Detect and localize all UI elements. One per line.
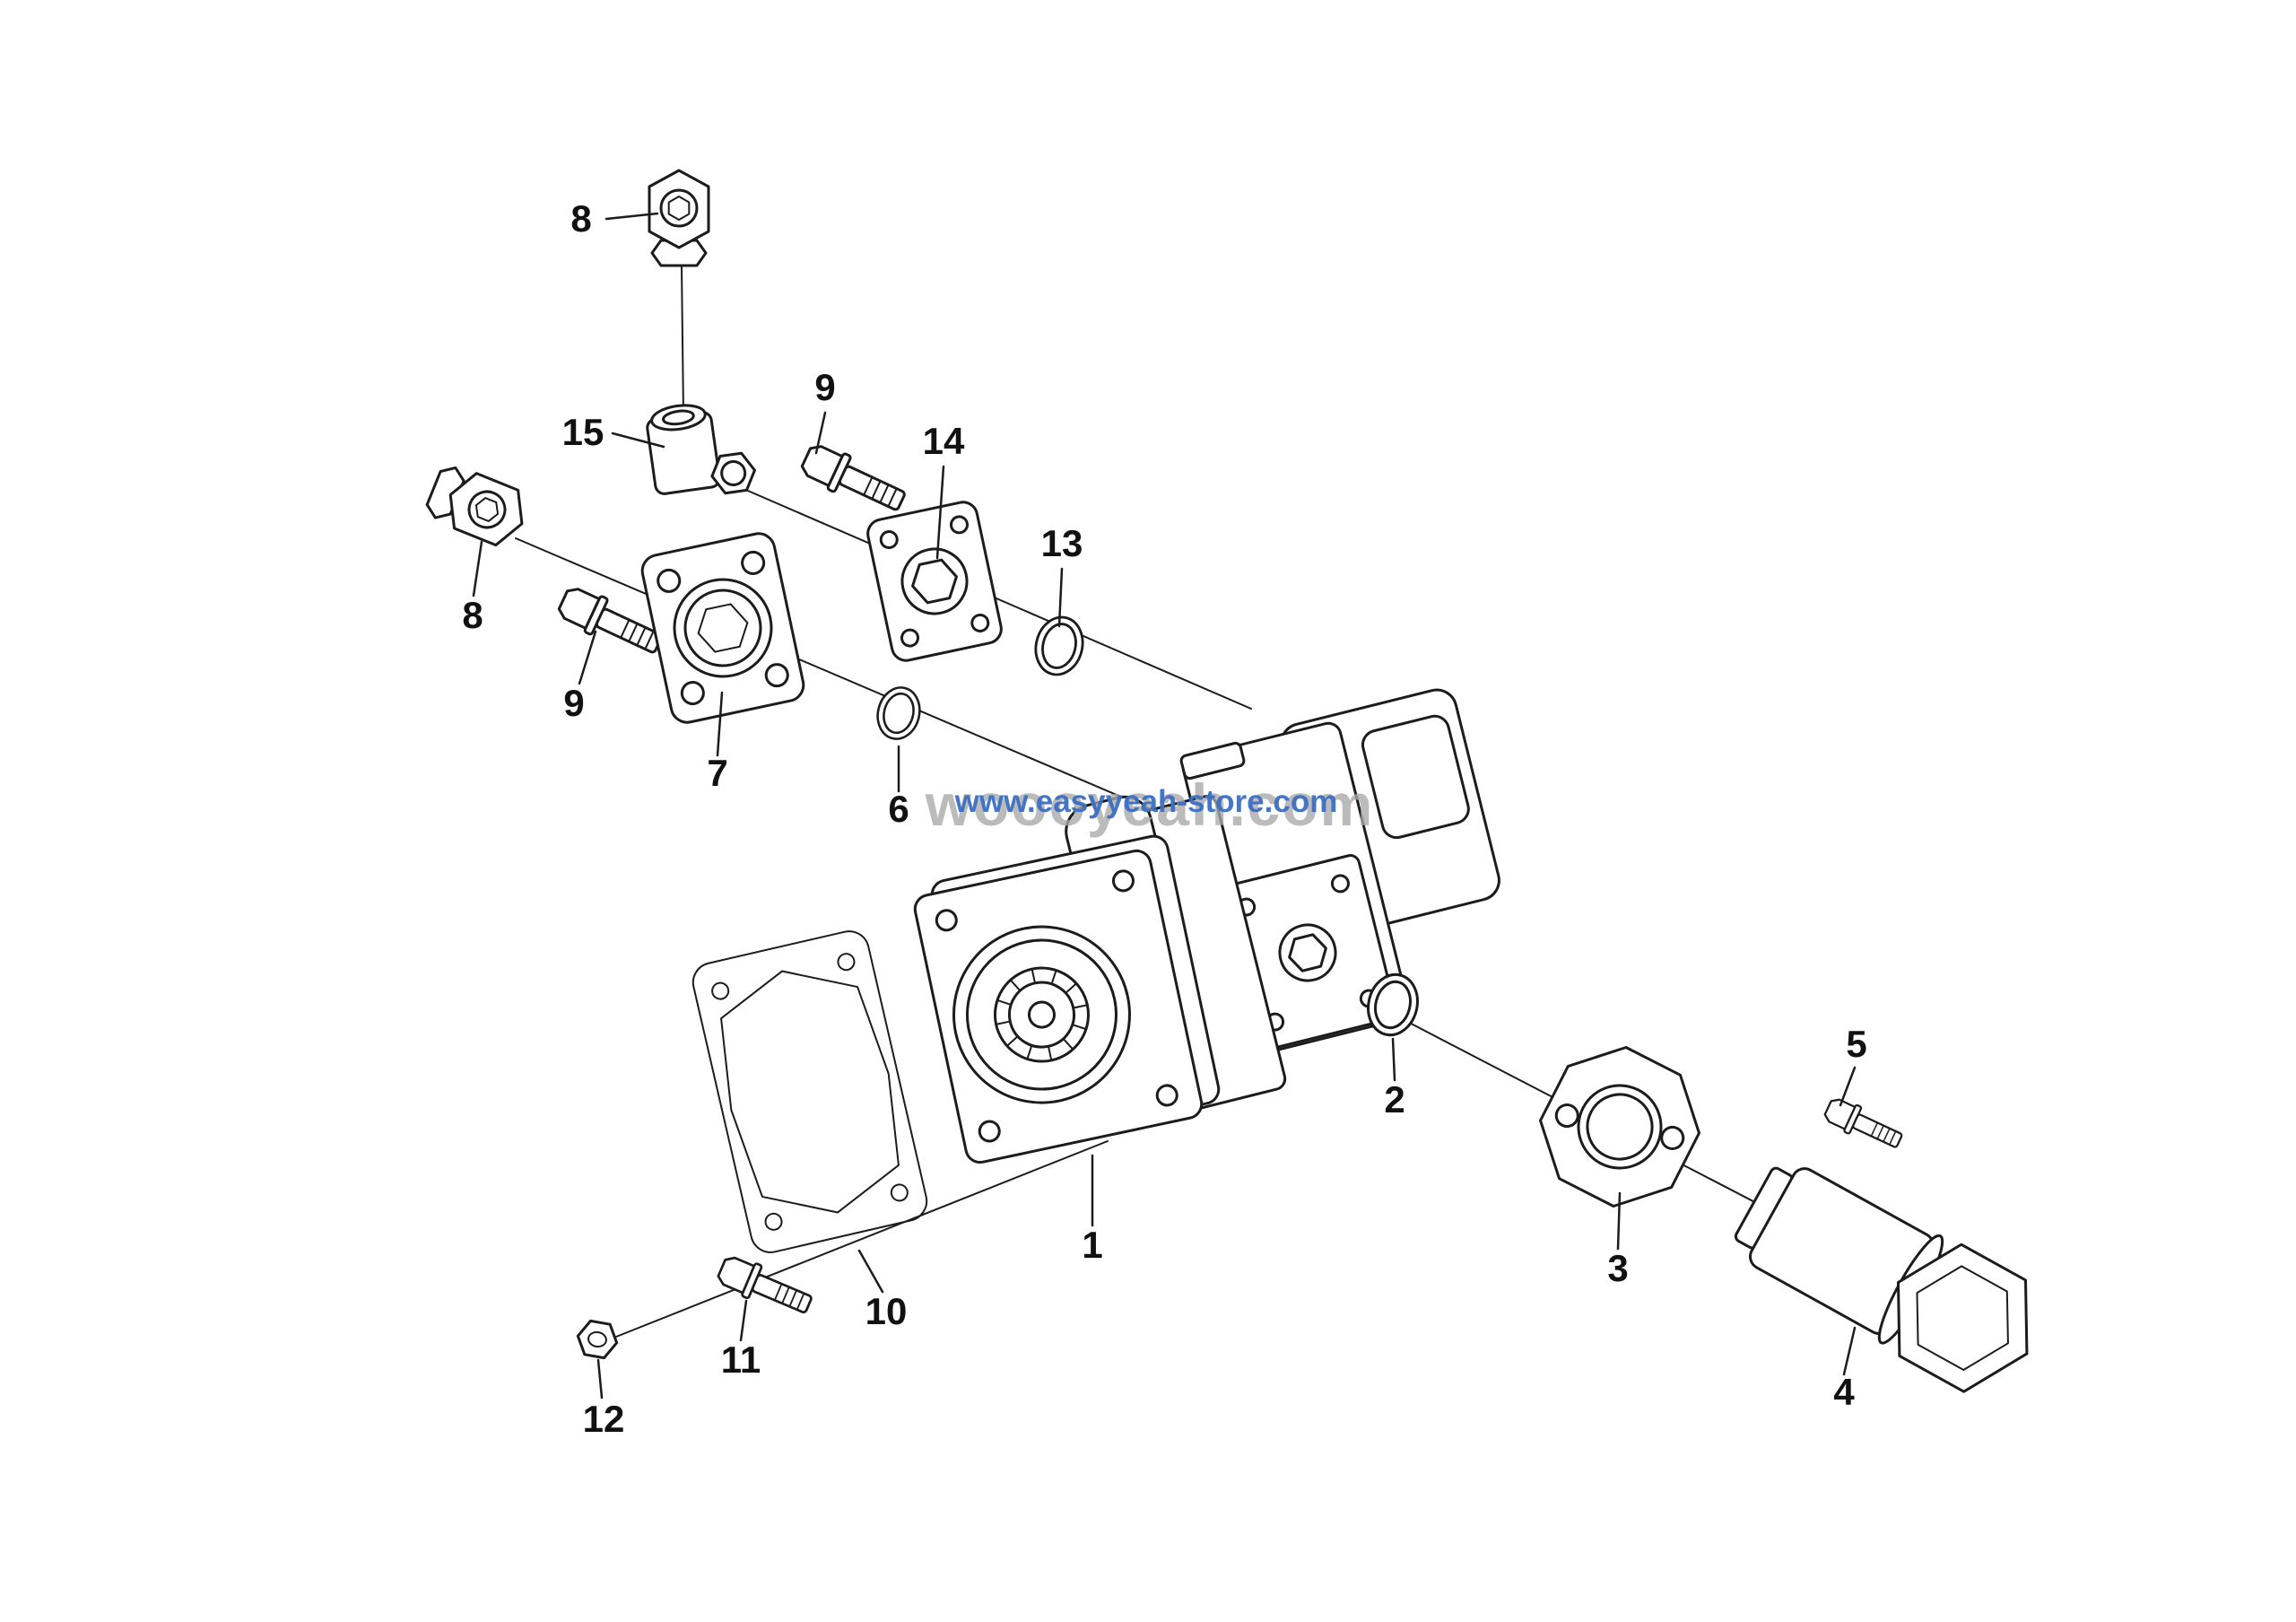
nut-bore [587, 1330, 607, 1348]
gasket-hole [764, 1212, 783, 1231]
part-11-bolt [713, 1250, 817, 1323]
flange-bolt-hole [1554, 1103, 1579, 1129]
port-bolt-hole [1330, 874, 1350, 894]
leader-7 [716, 691, 724, 757]
part-1-pump-assembly [913, 688, 1500, 1164]
callout-8-top: 8 [570, 197, 591, 240]
callout-8-left: 8 [462, 594, 483, 636]
pump-top-lug [1179, 741, 1246, 780]
flange-bolt-hole [935, 909, 958, 932]
leader-2 [1391, 1037, 1396, 1082]
callout-11: 11 [721, 1339, 761, 1381]
callout-9-top: 9 [814, 366, 835, 408]
gasket-hole [837, 953, 856, 972]
part-4-hex-plug [1734, 1166, 2029, 1393]
callout-6: 6 [888, 788, 909, 830]
shaft-center-bore [1027, 1000, 1056, 1029]
leader-5 [1839, 1066, 1857, 1107]
rear-port-pad [1361, 714, 1470, 840]
part-10-gasket [691, 930, 928, 1253]
gasket-cutout [720, 970, 900, 1214]
leader-15 [611, 432, 665, 449]
watermark-primary: woooyeah.com [925, 772, 1375, 838]
elbow-side-bore [720, 459, 747, 486]
flange-bolt-hole [1111, 869, 1135, 893]
port-hex-plug [1288, 933, 1327, 972]
part-3-split-flange [1539, 1046, 1700, 1208]
callout-7: 7 [707, 752, 727, 794]
leader-14 [935, 465, 945, 560]
flange-bolt-hole [1660, 1125, 1685, 1150]
gasket-hole [711, 981, 730, 1000]
watermark-secondary: www.easyyeah-store.com [954, 784, 1338, 819]
callout-10: 10 [865, 1290, 908, 1332]
flange-bolt-hole [764, 663, 789, 688]
callout-9-left: 9 [563, 682, 584, 724]
flange-bolt-hole [879, 530, 899, 550]
elbow-top-bore [662, 409, 695, 426]
callout-2: 2 [1384, 1078, 1405, 1121]
part-15-elbow-fitting [646, 404, 756, 495]
part-14-flange [866, 501, 1003, 662]
gasket-outline [691, 930, 928, 1253]
part-8-fitting-top [648, 169, 710, 267]
flange-bolt-hole [970, 613, 990, 632]
flange-bore-inner [1586, 1093, 1654, 1161]
part-9-bolt-top [796, 438, 911, 521]
flange-bolt-hole [978, 1120, 1001, 1143]
callout-5: 5 [1846, 1023, 1866, 1065]
callout-1: 1 [1082, 1224, 1102, 1266]
spline-teeth [995, 968, 1089, 1061]
part-6-oring [871, 682, 926, 745]
pump-front-flange [913, 834, 1221, 1164]
axis-line-fitting-to-elbow [681, 265, 684, 415]
part-12-nut [576, 1319, 619, 1360]
flange-bore [683, 589, 762, 667]
callout-13: 13 [1041, 522, 1083, 564]
leader-9-top [814, 411, 827, 455]
leader-10 [857, 1249, 884, 1294]
nut-hex [576, 1319, 619, 1360]
flange-bolt-hole [741, 550, 766, 575]
leader-9-left [578, 630, 597, 685]
flange-bolt-hole [1155, 1084, 1178, 1107]
callout-15: 15 [562, 411, 604, 453]
lug-body [1179, 741, 1246, 780]
leader-11 [739, 1299, 748, 1342]
gasket-hole [890, 1183, 909, 1202]
callout-3: 3 [1607, 1247, 1628, 1289]
plug-hex-head [1896, 1243, 2029, 1393]
axis-line-lower [611, 1140, 1109, 1339]
leader-3 [1616, 1191, 1622, 1251]
part-7-flange [640, 532, 805, 724]
flange-bolt-hole [900, 628, 920, 648]
flange-bolt-hole [949, 515, 969, 535]
callout-12: 12 [583, 1398, 625, 1440]
callout-14: 14 [923, 420, 965, 462]
flange-hex-plug [911, 558, 958, 605]
flange-hex-socket [697, 603, 749, 653]
callout-4: 4 [1833, 1371, 1855, 1413]
axis-line-left [515, 537, 1210, 835]
leader-4 [1842, 1326, 1857, 1376]
flange-bolt-hole [680, 681, 705, 706]
flange-bolt-hole [657, 568, 682, 593]
part-8-fitting-left [421, 458, 535, 553]
part-5-bolt [1821, 1093, 1907, 1155]
leader-8-left [472, 540, 483, 597]
leader-12 [596, 1358, 604, 1400]
leader-8-top [604, 212, 659, 221]
leader-13 [1057, 567, 1064, 628]
plug-hex-face [1916, 1265, 2009, 1371]
